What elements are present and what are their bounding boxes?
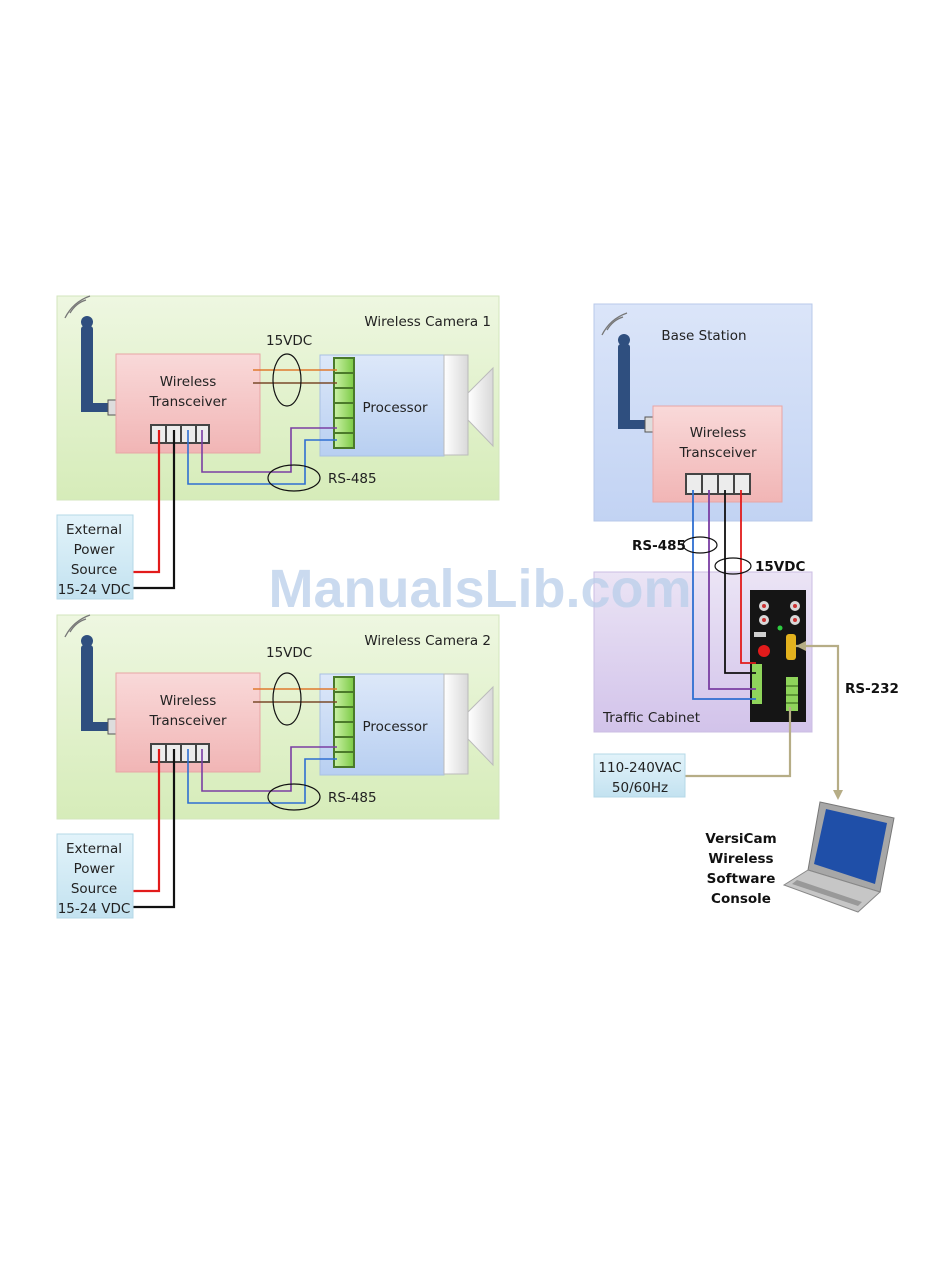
camera-2-lens-housing [443,673,494,775]
camera-2-power-label: 15VDC [266,645,312,661]
camera-1-rs485-label: RS-485 [328,471,377,487]
wireless-camera-1: Wireless Camera 1 Wireless Transceiver P… [56,295,500,600]
base-station-title: Base Station [661,328,746,344]
camera-1-power-loop [272,353,302,407]
console-line-4: Console [711,891,771,907]
base-rs485-loop [682,536,718,554]
camera-2-transceiver-label-2: Transceiver [149,713,227,729]
camera-1-power-label: 15VDC [266,333,312,349]
camera-2-power-loop [272,672,302,726]
laptop-icon [782,801,895,913]
mains-power-line-2: 50/60Hz [612,780,668,796]
camera-2-terminal-strip [333,676,355,768]
mains-power-line-1: 110-240VAC [598,760,681,776]
rs232-label: RS-232 [845,681,899,697]
console-line-2: Wireless [708,851,773,867]
camera-1-lens-housing [443,354,494,456]
camera-2-ext-power-line-3: Source [71,881,117,897]
base-power-loop [714,557,752,575]
wireless-camera-2: Wireless Camera 2 Wireless Transceiver P… [56,614,500,919]
camera-2-rs485-label: RS-485 [328,790,377,806]
base-rs485-label: RS-485 [632,538,686,554]
camera-1-ext-power-line-4: 15-24 VDC [58,582,131,598]
antenna-icon [64,295,117,416]
camera-2-processor-label: Processor [362,719,427,735]
base-terminal-block [685,473,751,495]
camera-1-terminal-strip [333,357,355,449]
camera-1-ext-power-line-1: External [66,522,122,538]
camera-2-transceiver-label-1: Wireless [160,693,217,709]
traffic-cabinet-title: Traffic Cabinet [602,710,700,726]
antenna-icon [601,312,654,433]
camera-1-ext-power-line-2: Power [74,542,115,558]
camera-2-rs485-loop [267,783,321,811]
base-transceiver-label-2: Transceiver [679,445,757,461]
cabinet-interface-card [750,590,806,722]
antenna-icon [64,614,117,735]
console-line-1: VersiCam [705,831,776,847]
camera-1-title: Wireless Camera 1 [364,314,491,330]
base-power-label: 15VDC [755,559,805,575]
camera-1-processor-label: Processor [362,400,427,416]
camera-2-title: Wireless Camera 2 [364,633,491,649]
camera-1-rs485-loop [267,464,321,492]
camera-2-external-power [56,833,134,919]
camera-1-transceiver-label-1: Wireless [160,374,217,390]
camera-2-ext-power-line-4: 15-24 VDC [58,901,131,917]
camera-1-ext-power-line-3: Source [71,562,117,578]
camera-1-external-power [56,514,134,600]
base-transceiver-label-1: Wireless [690,425,747,441]
camera-2-ext-power-line-1: External [66,841,122,857]
camera-2-ext-power-line-2: Power [74,861,115,877]
camera-1-transceiver-label-2: Transceiver [149,394,227,410]
base-station: Base Station Wireless Transceiver Traffi… [593,303,899,913]
watermark: ManualsLib.com [268,559,691,619]
mains-power-box [593,753,686,798]
console-line-3: Software [707,871,776,887]
